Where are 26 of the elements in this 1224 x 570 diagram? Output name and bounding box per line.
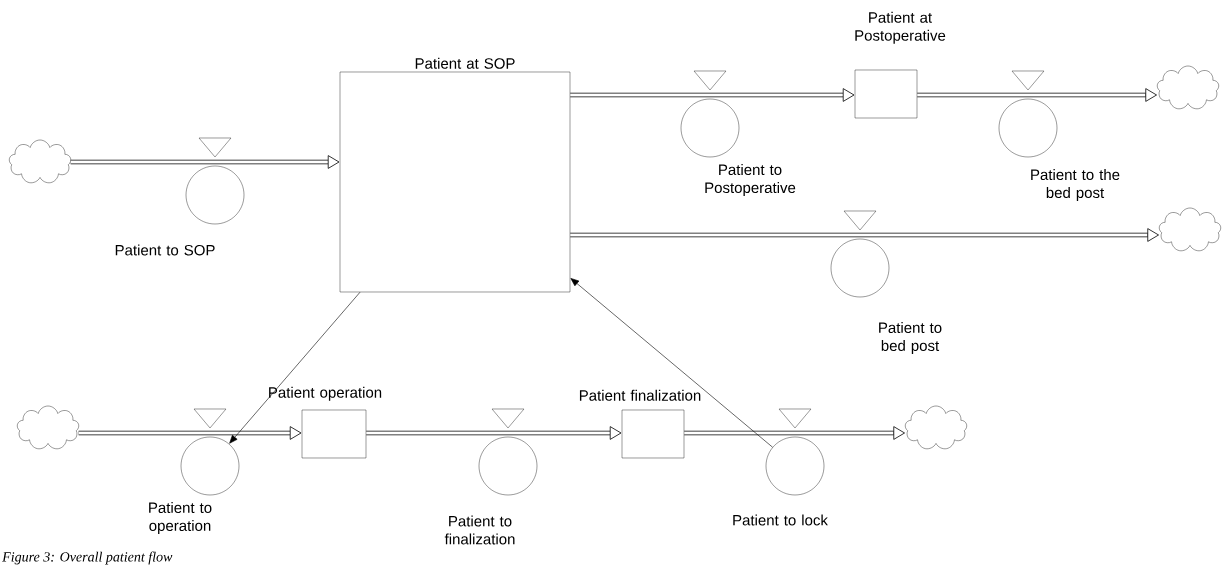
flow-pipe [684,426,905,440]
stock-label: Patient finalization [579,389,701,401]
valve-label: Patient to Postoperative [705,164,796,196]
caption: Figure 3: Overall patient flow [2,551,173,565]
flow-pipe [570,228,1159,242]
cloud [9,139,71,183]
stock-label: Patient at SOP [415,57,515,69]
flow-pipe [366,426,622,440]
valve-label: Patient to the bed post [1031,169,1120,201]
stock-label: Patient at Postoperative [855,11,946,44]
cloud [905,405,967,449]
flow-pipe [917,88,1157,102]
cloud [17,405,79,449]
valve-label: Patient to operation [149,502,212,534]
valve-label: Patient to bed post [879,322,942,354]
flow-pipe [78,426,302,440]
arrow [229,291,361,444]
stock-label: Patient operation [269,386,382,401]
valve-label: Patient to lock [733,514,828,526]
valve-label: Patient to finalization [444,515,515,545]
flow-pipe [570,88,855,102]
cloud [1159,207,1221,251]
arrow [570,278,773,448]
cloud [1157,65,1219,109]
flow-pipe [70,155,340,169]
valve-label: Patient to SOP [115,244,215,256]
